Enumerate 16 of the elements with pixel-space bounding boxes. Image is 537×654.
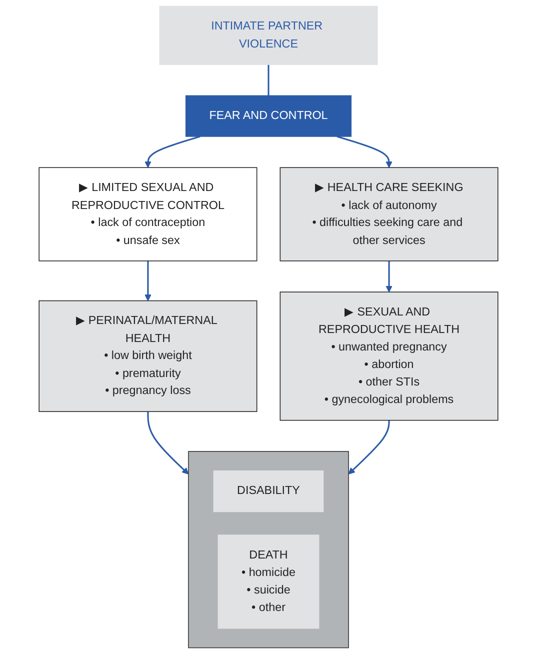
node-box: ▶ SEXUAL AND REPRODUCTIVE HEALTH • unwanted pregnancy • abortion • other STIs • gynecological problems [280, 292, 498, 421]
arrow [336, 136, 392, 168]
arrow [147, 412, 189, 474]
node-box: ▶ HEALTH CARE SEEKING • lack of autonomy • difficulties seeking care and other services [280, 167, 498, 262]
node-box: ▶ PERINATAL/MATERNAL HEALTH • low birth weight • prematurity • pregnancy loss [38, 300, 258, 412]
node-box: INTIMATE PARTNER VIOLENCE [159, 6, 378, 65]
node-box: ▶ LIMITED SEXUAL AND REPRODUCTIVE CONTROL • lack of contraception • unsafe sex [38, 167, 258, 262]
connector [268, 64, 270, 96]
node-box: DEATH • homicide • suicide • other [218, 534, 320, 629]
arrow [144, 260, 152, 302]
arrow [144, 136, 200, 168]
arrow [386, 260, 392, 292]
cluster [188, 451, 349, 648]
arrow [348, 420, 390, 474]
node-box: FEAR AND CONTROL [185, 95, 352, 137]
node-box: DISABILITY [213, 470, 324, 512]
